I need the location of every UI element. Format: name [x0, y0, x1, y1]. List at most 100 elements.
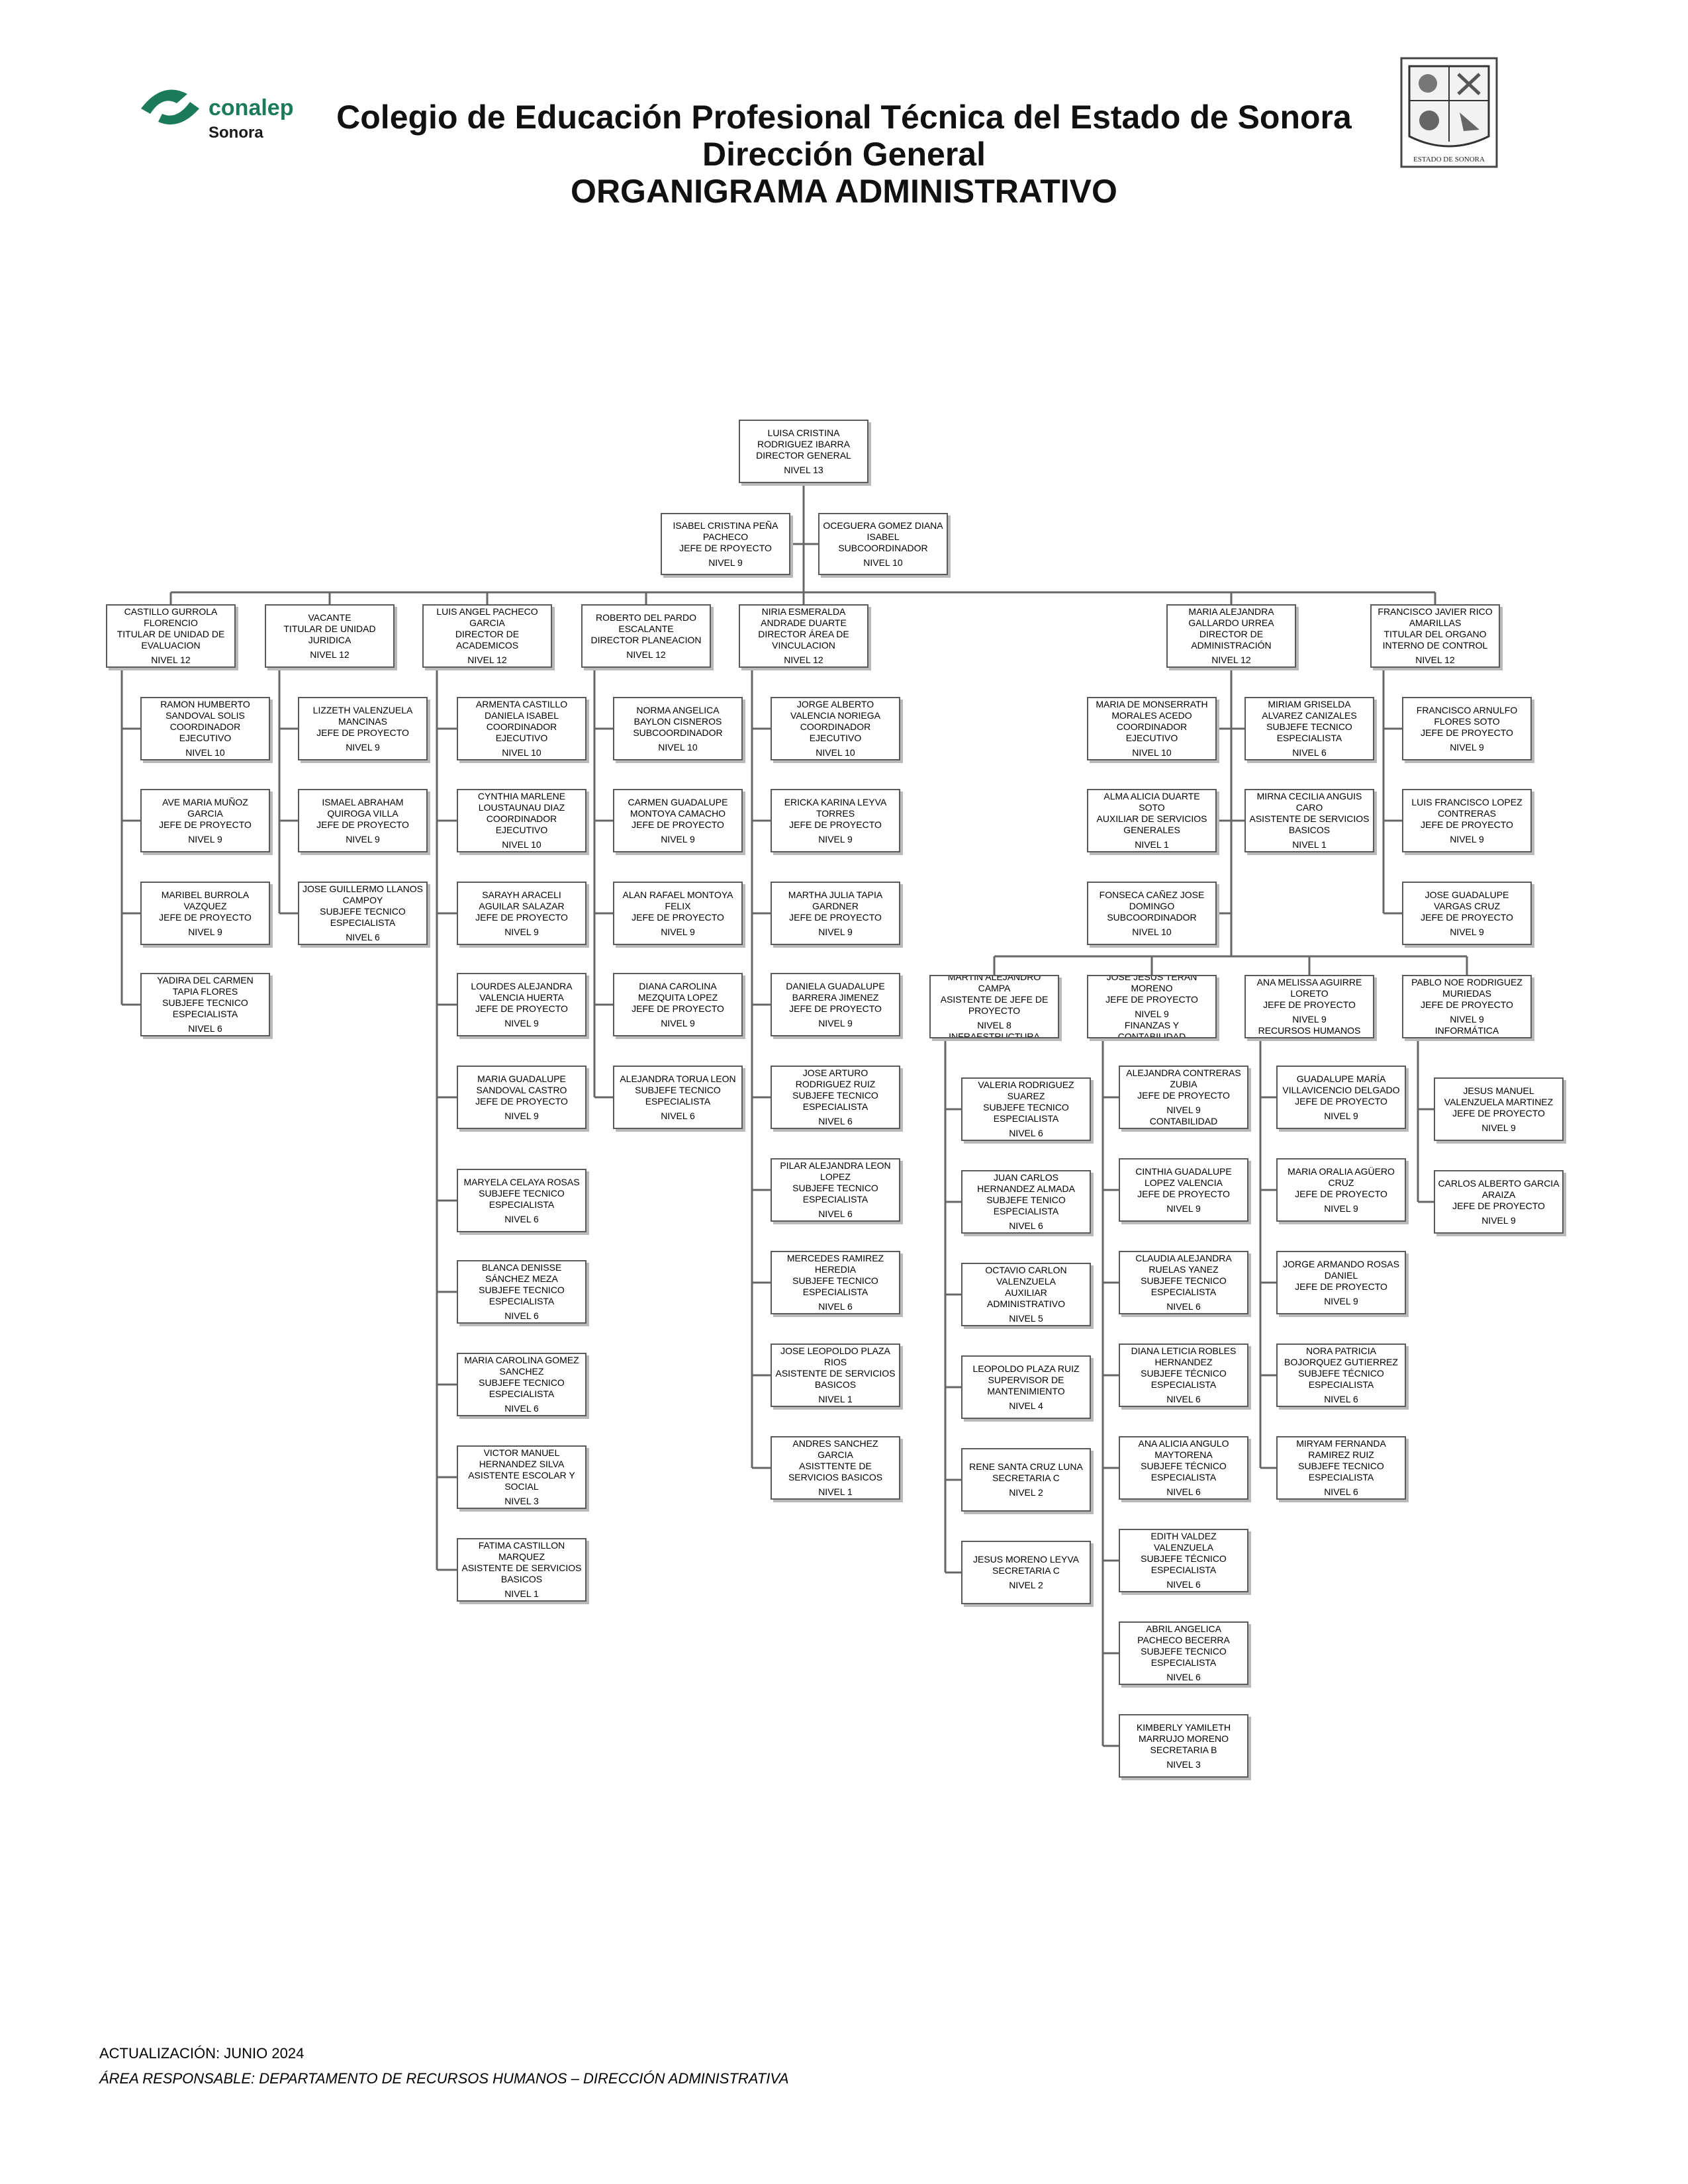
update-note: ACTUALIZACIÓN: JUNIO 2024: [99, 2045, 305, 2062]
org-node-role: SUBJEFE TECNICO ESPECIALISTA: [479, 1187, 565, 1210]
org-node-level: NIVEL 6: [1166, 1394, 1201, 1404]
org-node-level: NIVEL 9: [661, 926, 695, 937]
org-node-name: OCEGUERA GOMEZ DIANA ISABEL: [823, 520, 943, 542]
org-node-level: NIVEL 6: [818, 1208, 853, 1219]
org-node-level: NIVEL 10: [502, 747, 541, 758]
org-node-role: JEFE DE PROYECTO: [1263, 999, 1356, 1010]
org-node-level: NIVEL 9: [1481, 1122, 1516, 1133]
org-node-name: MARTIN ALEJANDRO CAMPA: [947, 975, 1041, 993]
org-node-name: RAMON HUMBERTO SANDOVAL SOLIS: [160, 699, 250, 721]
org-node-name: CARMEN GUADALUPE MONTOYA CAMACHO: [628, 796, 728, 819]
org-node-name: ALAN RAFAEL MONTOYA FELIX: [622, 889, 733, 911]
org-node-name: JOSE JESUS TERAN MORENO: [1106, 975, 1197, 993]
org-node-name: CLAUDIA ALEJANDRA RUELAS YANEZ: [1135, 1253, 1232, 1275]
org-node-level: NIVEL 6: [818, 1301, 853, 1312]
org-node-role: JEFE DE PROYECTO: [1452, 1107, 1545, 1118]
org-node-role: ASISTENTE ESCOLAR Y SOCIAL: [468, 1470, 575, 1492]
org-node-name: MERCEDES RAMIREZ HEREDIA: [786, 1253, 884, 1275]
org-node-level: NIVEL 9: [661, 1017, 695, 1028]
org-node-name: VICTOR MANUEL HERNANDEZ SILVA: [479, 1447, 565, 1469]
org-node-level: NIVEL 1: [818, 1394, 853, 1404]
org-node-level: NIVEL 6: [818, 1116, 853, 1126]
responsible-area: ÁREA RESPONSABLE: DEPARTAMENTO DE RECURS…: [99, 2070, 789, 2087]
org-node-name: VALERIA RODRIGUEZ SUAREZ: [978, 1079, 1074, 1101]
org-node-level: NIVEL 9: [1481, 1214, 1516, 1226]
org-node-level: NIVEL 6: [1009, 1128, 1043, 1138]
org-node-role: DIRECTOR GENERAL: [756, 449, 851, 461]
org-node-level: NIVEL 10: [863, 557, 903, 568]
org-node-name: DANIELA GUADALUPE BARRERA JIMENEZ: [786, 980, 885, 1003]
org-node-role: TITULAR DEL ORGANO INTERNO DE CONTROL: [1382, 629, 1488, 651]
org-node-name: EDITH VALDEZ VALENZUELA: [1150, 1531, 1217, 1553]
org-node-role: JEFE DE PROYECTO: [1137, 1090, 1230, 1101]
sonora-seal-icon: ESTADO DE SONORA: [1400, 57, 1498, 168]
org-node-level: NIVEL 5: [1009, 1313, 1043, 1324]
org-node-name: JOSE ARTURO RODRIGUEZ RUIZ: [795, 1068, 876, 1089]
org-node-role: JEFE DE PROYECTO: [1295, 1188, 1387, 1199]
conalep-logo-mark: [141, 89, 187, 114]
org-node-level: NIVEL 9: [818, 1017, 853, 1028]
org-node-role: SUBJEFE TECNICO ESPECIALISTA: [320, 906, 406, 928]
org-node-level: NIVEL 6: [1166, 1486, 1201, 1497]
org-node-role: SUBCOORDINADOR: [633, 727, 723, 738]
org-node-role: JEFE DE PROYECTO: [159, 911, 252, 923]
org-node-level: NIVEL 10: [185, 747, 225, 758]
org-node-role: JEFE DE PROYECTO: [159, 819, 252, 830]
org-node-name: ISMAEL ABRAHAM QUIROGA VILLA: [322, 796, 404, 819]
org-node-name: ALEJANDRA TORUA LEON: [620, 1073, 736, 1084]
org-node-name: LOURDES ALEJANDRA VALENCIA HUERTA: [471, 980, 573, 1003]
org-node-level: NIVEL 9: [1324, 1203, 1358, 1214]
org-node-name: JORGE ALBERTO VALENCIA NORIEGA: [790, 699, 880, 721]
org-node-level: NIVEL 2: [1009, 1487, 1043, 1498]
org-node-level: NIVEL 9: [1292, 1014, 1327, 1024]
org-node-role: SECRETARIA C: [992, 1473, 1060, 1483]
org-node-level: NIVEL 9: [1324, 1295, 1358, 1306]
org-node-area: CONTABILIDAD: [1149, 1116, 1218, 1126]
org-node-role: TITULAR DE UNIDAD DE EVALUACION: [117, 629, 225, 651]
org-node-name: KIMBERLY YAMILETH MARRUJO MORENO: [1136, 1721, 1231, 1744]
org-node-role: JEFE DE PROYECTO: [789, 819, 882, 830]
org-node-role: SUBJEFE TECNICO ESPECIALISTA: [1266, 721, 1352, 743]
org-node-level: NIVEL 6: [1166, 1579, 1201, 1590]
org-node-role: SUBJEFE TENICO ESPECIALISTA: [986, 1195, 1066, 1216]
org-node-name: MARIA ORALIA AGÜERO CRUZ: [1288, 1165, 1395, 1188]
org-node-name: ANA ALICIA ANGULO MAYTORENA: [1138, 1438, 1229, 1460]
org-node-level: NIVEL 12: [1211, 655, 1251, 665]
org-node-role: JEFE DE PROYECTO: [1295, 1095, 1387, 1107]
org-node-level: NIVEL 3: [1166, 1758, 1201, 1770]
org-node-level: NIVEL 9: [818, 926, 853, 937]
org-node-level: NIVEL 9: [504, 926, 539, 937]
org-node-role: SECRETARIA C: [992, 1565, 1060, 1576]
org-node-role: SUBJEFE TÉCNICO ESPECIALISTA: [1141, 1553, 1227, 1575]
org-node-level: NIVEL 9: [1450, 1014, 1484, 1024]
org-node-name: JORGE ARMANDO ROSAS DANIEL: [1283, 1258, 1399, 1281]
org-node-name: DIANA CAROLINA MEZQUITA LOPEZ: [637, 980, 718, 1003]
org-node-level: NIVEL 6: [504, 1213, 539, 1224]
page-title: Colegio de Educación Profesional Técnica…: [336, 99, 1352, 136]
org-node-name: ABRIL ANGELICA PACHECO BECERRA: [1137, 1623, 1230, 1645]
org-node-name: MIRNA CECILIA ANGUIS CARO: [1256, 791, 1362, 813]
org-node-role: JEFE DE PROYECTO: [1137, 1188, 1230, 1199]
org-node-name: JESUS MANUEL VALENZUELA MARTINEZ: [1444, 1085, 1554, 1107]
org-node-level: NIVEL 9: [504, 1017, 539, 1028]
org-node-role: DIRECTOR DE ADMINISTRACIÓN: [1191, 629, 1272, 651]
org-node-name: SARAYH ARACELI AGUILAR SALAZAR: [479, 889, 565, 911]
conalep-logo-sub: Sonora: [209, 124, 263, 142]
